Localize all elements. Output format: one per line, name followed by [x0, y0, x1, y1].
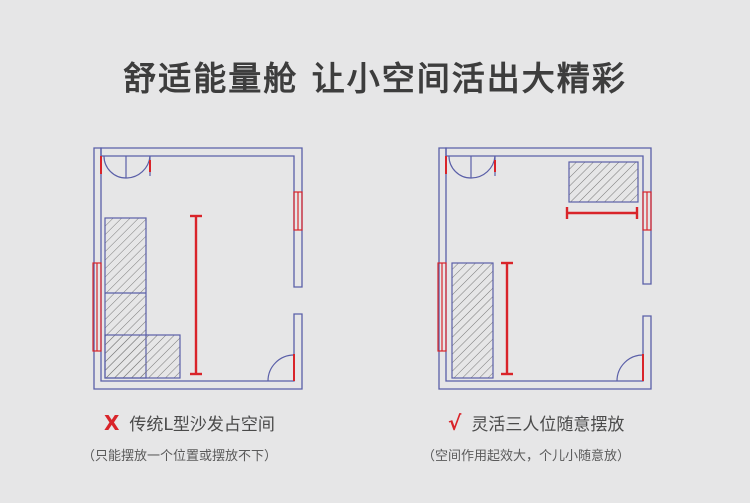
left-wall-outer — [93, 147, 303, 390]
left-door-marks — [100, 156, 295, 381]
right-door — [448, 155, 644, 382]
left-windows — [92, 191, 303, 352]
right-door-marks — [445, 156, 644, 381]
left-note: （只能摆放一个位置或摆放不下） — [82, 449, 278, 464]
right-windows — [437, 191, 652, 352]
cross-mark: X — [104, 411, 120, 435]
right-dimensions — [501, 207, 639, 376]
check-mark: √ — [448, 411, 462, 435]
right-note: （空间作用起效大，个儿小随意放） — [422, 449, 631, 464]
left-caption: X 传统L型沙发占空间 — [104, 410, 275, 435]
right-caption-text: 灵活三人位随意摆放 — [471, 415, 625, 435]
page-title: 舒适能量舱 让小空间活出大精彩 — [123, 59, 627, 98]
three-seat-sofa-top — [568, 161, 639, 203]
three-seat-sofa-left — [451, 262, 494, 379]
left-caption-text: 传统L型沙发占空间 — [129, 415, 275, 435]
right-caption: √ 灵活三人位随意摆放 — [448, 410, 624, 435]
left-dimension — [190, 214, 202, 376]
l-sofa — [104, 217, 181, 379]
